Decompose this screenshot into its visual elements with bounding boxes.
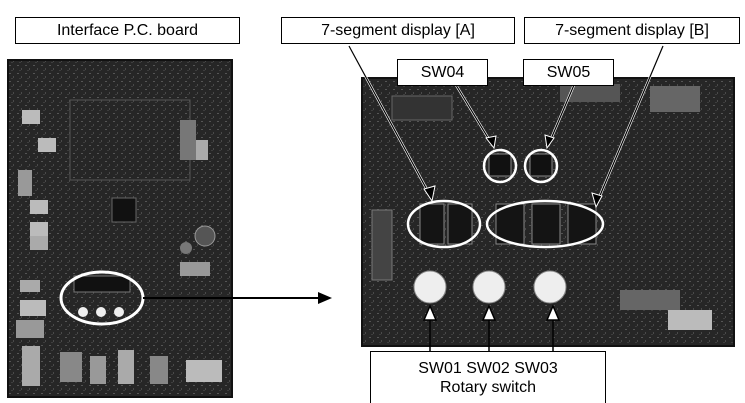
zoom-arrowhead	[318, 292, 332, 304]
board-photo	[7, 59, 233, 398]
zoom-photo	[361, 77, 735, 347]
seg-a-label: 7-segment display [A]	[281, 17, 515, 44]
rotary-switch-caption: Rotary switch	[439, 378, 537, 396]
rotary-switch-ids: SW01 SW02 SW03	[418, 359, 558, 377]
sw04-label: SW04	[397, 59, 488, 86]
board-title-label: Interface P.C. board	[15, 17, 240, 44]
seg-b-highlight	[485, 199, 605, 249]
leader-arrowheads	[423, 134, 603, 209]
leader-lines	[348, 45, 664, 206]
sw05-label: SW05	[523, 59, 614, 86]
rotary-switch-label: SW01 SW02 SW03 Rotary switch	[370, 351, 606, 403]
rotary-arrows	[422, 304, 561, 352]
seg-a-highlight	[406, 199, 482, 249]
seg-b-label: 7-segment display [B]	[524, 17, 740, 44]
sw05-highlight	[523, 148, 559, 184]
sw04-highlight	[482, 148, 518, 184]
